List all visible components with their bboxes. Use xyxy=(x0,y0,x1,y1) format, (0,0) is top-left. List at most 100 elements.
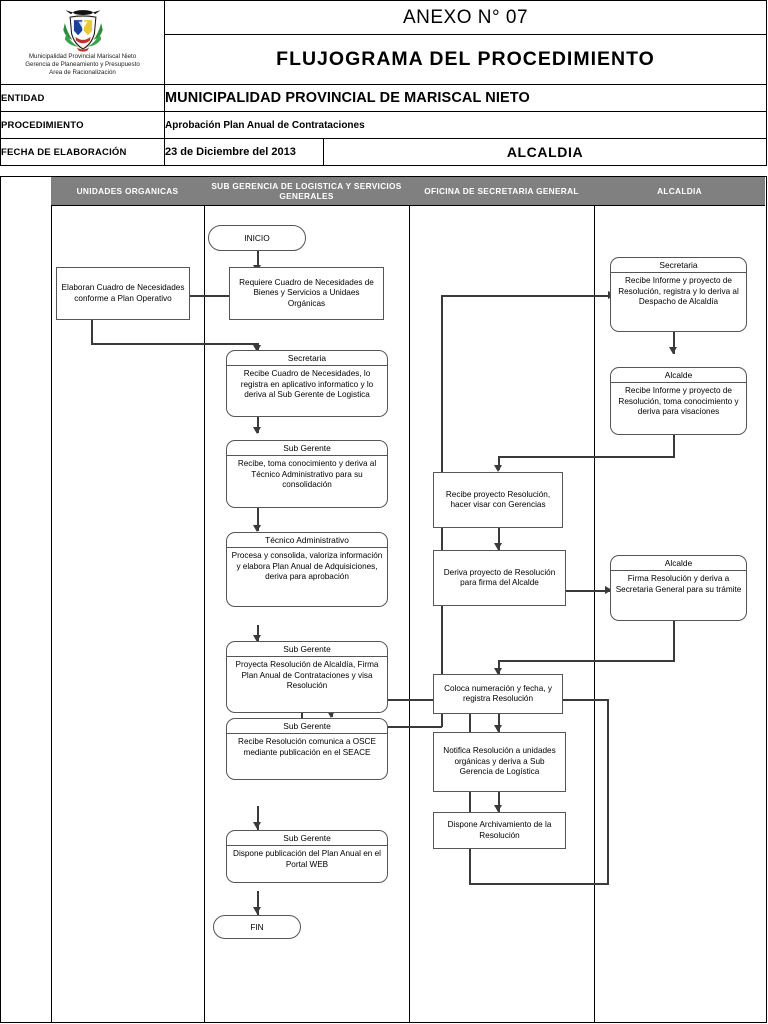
node-elaboran-cuadro-text: Elaboran Cuadro de Necesidades conforme … xyxy=(61,283,185,303)
node-notifica-resolucion[interactable]: Notifica Resolución a unidades orgánicas… xyxy=(433,732,566,792)
conn-notifica-branch-right xyxy=(469,883,609,885)
node-sub-gerente-proyecta-title: Sub Gerente xyxy=(227,642,387,657)
document-header-table: Municipalidad Provincial Mariscal Nieto … xyxy=(0,0,767,166)
conn-tecnico-sg2 xyxy=(257,625,259,643)
org-name-lines: Municipalidad Provincial Mariscal Nieto … xyxy=(1,53,164,78)
node-secretaria-logistica[interactable]: Secretaria Recibe Cuadro de Necesidades,… xyxy=(226,350,388,417)
lane-divider-2 xyxy=(409,177,410,1022)
arrow-deriva-alc2 xyxy=(605,586,612,594)
node-sub-gerente-proyecta-text: Proyecta Resolución de Alcaldía, Firma P… xyxy=(235,660,379,690)
node-alcalde-visaciones-text: Recibe Informe y proyecto de Resolución,… xyxy=(618,386,739,416)
conn-recibe-deriva xyxy=(498,528,500,550)
node-tecnico-administrativo-text: Procesa y consolida, valoriza informació… xyxy=(231,551,383,581)
node-alcalde-firma-title: Alcalde xyxy=(611,556,746,571)
arrow-sg1-tecnico xyxy=(253,525,261,532)
arrow-to-secretaria-logistica xyxy=(253,345,261,352)
arrow-sg3-sg4 xyxy=(253,822,261,829)
node-sub-gerente-portal-web[interactable]: Sub Gerente Dispone publicación del Plan… xyxy=(226,830,388,883)
node-sub-gerente-proyecta[interactable]: Sub Gerente Proyecta Resolución de Alcal… xyxy=(226,641,388,713)
lane-header-sub-gerencia-logistica: SUB GERENCIA DE LOGISTICA Y SERVICIOS GE… xyxy=(204,177,409,206)
node-sub-gerente-portal-web-text: Dispone publicación del Plan Anual en el… xyxy=(233,849,381,869)
municipal-crest-icon xyxy=(62,9,103,52)
node-deriva-proyecto-resolucion[interactable]: Deriva proyecto de Resolución para firma… xyxy=(433,550,566,606)
conn-sg2-down xyxy=(301,707,303,727)
org-logo-cell: Municipalidad Provincial Mariscal Nieto … xyxy=(0,0,165,85)
node-deriva-proyecto-resolucion-text: Deriva proyecto de Resolución para firma… xyxy=(443,567,556,588)
node-fin[interactable]: FIN xyxy=(213,915,301,939)
arrow-sg4-fin xyxy=(253,907,261,914)
arrow-sec-sg1 xyxy=(253,427,261,434)
node-secretaria-alcaldia-title: Secretaria xyxy=(611,258,746,273)
node-sub-gerente-osce[interactable]: Sub Gerente Recibe Resolución comunica a… xyxy=(226,718,388,780)
node-sub-gerente-osce-title: Sub Gerente xyxy=(227,719,387,734)
entidad-label: ENTIDAD xyxy=(0,84,165,112)
arrow-alc2-coloca xyxy=(494,668,502,675)
node-coloca-numeracion[interactable]: Coloca numeración y fecha, y registra Re… xyxy=(433,674,563,714)
node-sub-gerente-consolidacion[interactable]: Sub Gerente Recibe, toma conocimiento y … xyxy=(226,440,388,508)
conn-elaboran-down xyxy=(91,320,93,344)
node-alcalde-visaciones-title: Alcalde xyxy=(611,368,746,383)
node-secretaria-alcaldia[interactable]: Secretaria Recibe Informe y proyecto de … xyxy=(610,257,747,332)
conn-sg2-to-secalc xyxy=(441,295,612,297)
lane-divider-1 xyxy=(204,177,205,1022)
conn-secalc-alc1 xyxy=(673,332,675,354)
org-line-2: Gerencia de Planeamiento y Presupuesto xyxy=(25,60,140,68)
arrow-secalc-alc1 xyxy=(669,347,677,354)
node-inicio[interactable]: INICIO xyxy=(208,225,306,251)
conn-sg3-sg4 xyxy=(257,806,259,830)
swimlane-container: UNIDADES ORGANICAS SUB GERENCIA DE LOGIS… xyxy=(0,176,767,1023)
conn-elaboran-right xyxy=(91,343,258,345)
procedimiento-value: Aprobación Plan Anual de Contrataciones xyxy=(164,111,767,139)
entidad-value: MUNICIPALIDAD PROVINCIAL DE MARISCAL NIE… xyxy=(164,84,767,112)
conn-sg1-tecnico xyxy=(257,508,259,531)
conn-alc2-to-coloca xyxy=(498,660,500,674)
node-elaboran-cuadro[interactable]: Elaboran Cuadro de Necesidades conforme … xyxy=(56,267,190,320)
node-dispone-archivamiento-text: Dispone Archivamiento de la Resolución xyxy=(447,820,552,840)
org-line-3: Area de Racionalización xyxy=(49,69,116,77)
fecha-value: 23 de Diciembre del 2013 xyxy=(164,138,324,166)
conn-alc1-left xyxy=(498,456,675,458)
node-sub-gerente-consolidacion-title: Sub Gerente xyxy=(227,441,387,456)
conn-sec-sg1 xyxy=(257,417,259,433)
fecha-label: FECHA DE ELABORACIÓN xyxy=(0,138,165,166)
lane-divider-0 xyxy=(51,177,52,1022)
node-recibe-proyecto-resolucion[interactable]: Recibe proyecto Resolución, hacer visar … xyxy=(433,472,563,528)
conn-sg4-fin xyxy=(257,891,259,915)
org-line-1: Municipalidad Provincial Mariscal Nieto xyxy=(28,52,137,60)
conn-alc1-down xyxy=(673,435,675,457)
node-notifica-resolucion-text: Notifica Resolución a unidades orgánicas… xyxy=(443,746,556,777)
node-secretaria-alcaldia-text: Recibe Informe y proyecto de Resolución,… xyxy=(618,276,739,306)
node-sub-gerente-portal-web-title: Sub Gerente xyxy=(227,831,387,846)
arrow-notifica-archiva xyxy=(494,805,502,812)
node-tecnico-administrativo-title: Técnico Administrativo xyxy=(227,533,387,548)
node-alcalde-firma[interactable]: Alcalde Firma Resolución y deriva a Secr… xyxy=(610,555,747,621)
document-title: FLUJOGRAMA DEL PROCEDIMIENTO xyxy=(164,34,767,85)
node-dispone-archivamiento[interactable]: Dispone Archivamiento de la Resolución xyxy=(433,812,566,849)
conn-coloca-notifica xyxy=(498,714,500,732)
node-tecnico-administrativo[interactable]: Técnico Administrativo Procesa y consoli… xyxy=(226,532,388,607)
node-alcalde-visaciones[interactable]: Alcalde Recibe Informe y proyecto de Res… xyxy=(610,367,747,435)
anexo-title: ANEXO N° 07 xyxy=(164,0,767,35)
arrow-tecnico-sg2 xyxy=(253,635,261,642)
node-secretaria-logistica-title: Secretaria xyxy=(227,351,387,366)
node-sub-gerente-consolidacion-text: Recibe, toma conocimiento y deriva al Té… xyxy=(237,459,377,489)
node-requiere-cuadro[interactable]: Requiere Cuadro de Necesidades de Bienes… xyxy=(229,267,384,320)
node-secretaria-logistica-text: Recibe Cuadro de Necesidades, lo registr… xyxy=(240,369,374,399)
node-recibe-proyecto-resolucion-text: Recibe proyecto Resolución, hacer visar … xyxy=(445,489,551,510)
node-coloca-numeracion-text: Coloca numeración y fecha, y registra Re… xyxy=(444,683,552,704)
node-alcalde-firma-text: Firma Resolución y deriva a Secretaria G… xyxy=(615,574,742,594)
arrow-branch-sg3 xyxy=(327,711,335,718)
arrow-alc1-recibe-proyecto xyxy=(494,465,502,472)
lane-header-unidades-organicas: UNIDADES ORGANICAS xyxy=(51,177,204,206)
lane-header-alcaldia: ALCALDIA xyxy=(594,177,765,206)
conn-branch-up xyxy=(607,700,609,883)
conn-notifica-branch-down xyxy=(469,706,471,885)
conn-alc2-down xyxy=(673,621,675,661)
lane-divider-3 xyxy=(594,177,595,1022)
conn-deriva-alc2 xyxy=(566,590,610,592)
conn-alc1-to-recibe xyxy=(498,456,500,470)
node-requiere-cuadro-text: Requiere Cuadro de Necesidades de Bienes… xyxy=(239,277,374,308)
arrow-coloca-notifica xyxy=(494,725,502,732)
conn-inicio-requiere xyxy=(257,251,259,271)
